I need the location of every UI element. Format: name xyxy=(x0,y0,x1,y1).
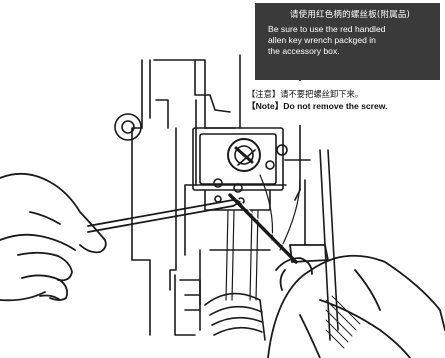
callout-text-zh: 请使用红色柄的螺丝板(附属品) xyxy=(268,8,432,20)
allen-key-wrench-icon xyxy=(230,193,328,262)
frame-hole xyxy=(115,114,141,140)
note-text-zh: 【注意】请不要把螺丝卸下来。 xyxy=(247,88,435,100)
callout-text-en: Be sure to use the red handled allen key… xyxy=(268,24,432,57)
thread-lines xyxy=(226,175,300,300)
wrench-instruction-callout: 请使用红色柄的螺丝板(附属品) Be sure to use the red h… xyxy=(255,3,440,80)
tweezers-icon xyxy=(88,200,240,232)
screw-note-box: 【注意】请不要把螺丝卸下来。 【Note】Do not remove the s… xyxy=(244,81,441,125)
screw-icon xyxy=(228,139,260,171)
left-hand-icon xyxy=(0,174,106,301)
note-text-en: 【Note】Do not remove the screw. xyxy=(247,100,435,113)
right-hand-icon xyxy=(268,256,445,358)
bobbin-area xyxy=(175,275,265,340)
